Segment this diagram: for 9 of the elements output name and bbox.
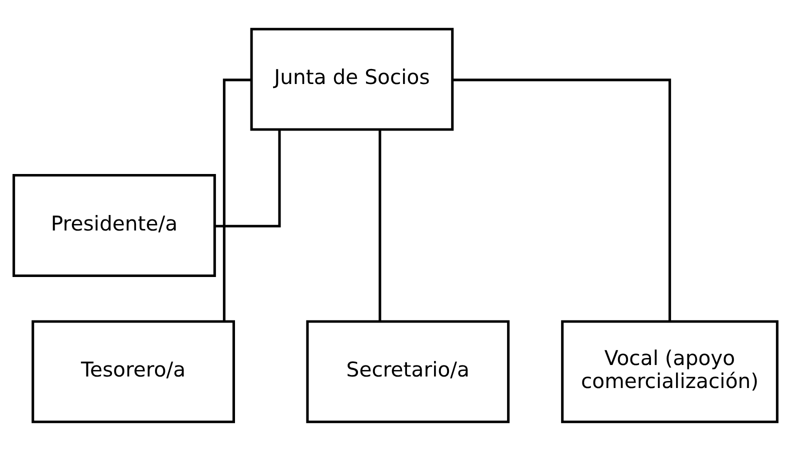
node-box: Junta de Socios: [250, 27, 454, 130]
connector: [222, 78, 252, 321]
node-box: Presidente/a: [12, 174, 216, 276]
connector: [215, 129, 281, 227]
connector: [378, 129, 382, 321]
node-box: Tesorero/a: [32, 320, 235, 423]
connector: [452, 78, 672, 321]
node-box: Vocal (apoyo comercialización): [561, 320, 778, 423]
node-box: Secretario/a: [306, 320, 510, 423]
